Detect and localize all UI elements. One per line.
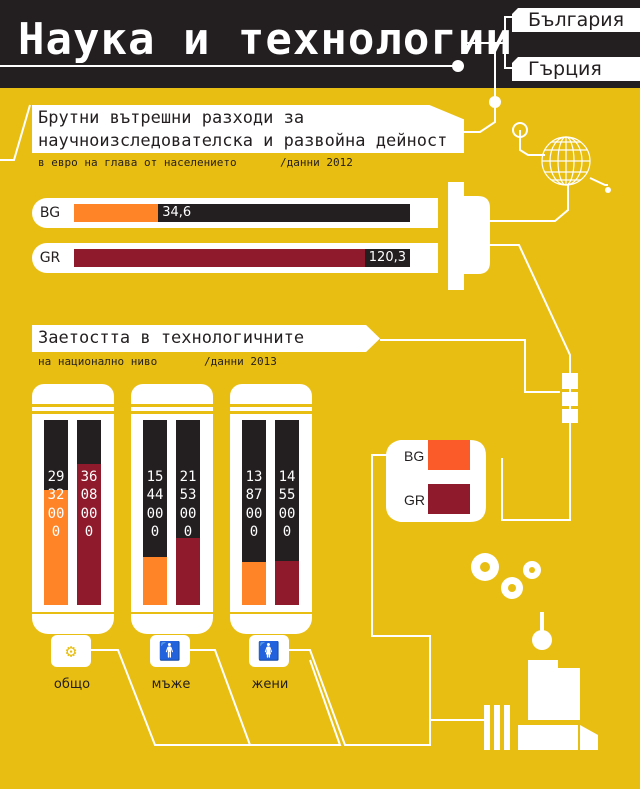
- bar-fill: [275, 560, 299, 605]
- legend-greece: Гърция: [512, 57, 640, 81]
- bar-value-label: 3608000: [80, 468, 98, 541]
- employment-title: Заетостта в технологичните отрасли: [32, 325, 380, 352]
- bar-value-label: 2153000: [179, 468, 197, 541]
- column-2: 1387000 1455000: [230, 384, 312, 634]
- svg-text:GR: GR: [404, 492, 425, 508]
- gear-icon: ⚙: [51, 635, 91, 667]
- bar-bg-0: 2932000: [44, 420, 68, 605]
- bar-gr-2: 1455000: [275, 420, 299, 605]
- bar-fill-bg: [74, 204, 159, 222]
- bar-track-bg: 34,6: [66, 198, 438, 228]
- rd-spending-note: /данни 2012: [280, 156, 353, 169]
- bar-fill-gr: [74, 249, 367, 267]
- column-1: 1544000 2153000: [131, 384, 213, 634]
- rd-spending-subtitle: в евро на глава от населението: [38, 156, 237, 169]
- bar-fill: [176, 538, 200, 605]
- column-0: 2932000 3608000: [32, 384, 114, 634]
- rd-spending-title: Брутни вътрешни разходи за научноизследо…: [32, 105, 464, 153]
- machine-icon: [484, 612, 598, 750]
- bar-fill: [44, 490, 68, 605]
- bar-gr-1: 2153000: [176, 420, 200, 605]
- man-icon: 🚹: [150, 635, 190, 667]
- bar-fill: [242, 562, 266, 605]
- category-label: мъже: [151, 677, 191, 692]
- bar-value-label: 1387000: [245, 468, 263, 541]
- bar-label-bg: BG: [32, 198, 68, 228]
- category-label: жени: [251, 677, 289, 692]
- bar-value-gr: 120,3: [364, 249, 410, 267]
- bar-bg-2: 1387000: [242, 420, 266, 605]
- gears-icon: [471, 553, 541, 599]
- bar-bg-1: 1544000: [143, 420, 167, 605]
- bar-gr-0: 3608000: [77, 420, 101, 605]
- bar-value-bg: 34,6: [162, 205, 192, 220]
- employment-note: /данни 2013: [204, 355, 277, 368]
- bar-fill: [77, 464, 101, 605]
- page-title: Наука и технологии: [18, 14, 513, 65]
- bar-value-label: 1544000: [146, 468, 164, 541]
- woman-icon: 🚺: [249, 635, 289, 667]
- svg-text:BG: BG: [404, 448, 424, 464]
- bar-fill: [143, 556, 167, 605]
- employment-subtitle: на национално ниво: [38, 355, 158, 368]
- legend-bulgaria: България: [512, 8, 640, 32]
- bar-value-label: 1455000: [278, 468, 296, 541]
- bar-track-gr: 120,3: [66, 243, 438, 273]
- category-label: общо: [53, 677, 91, 692]
- bar-label-gr: GR: [32, 243, 68, 273]
- bar-value-label: 2932000: [47, 468, 65, 541]
- globe-icon: [541, 136, 591, 186]
